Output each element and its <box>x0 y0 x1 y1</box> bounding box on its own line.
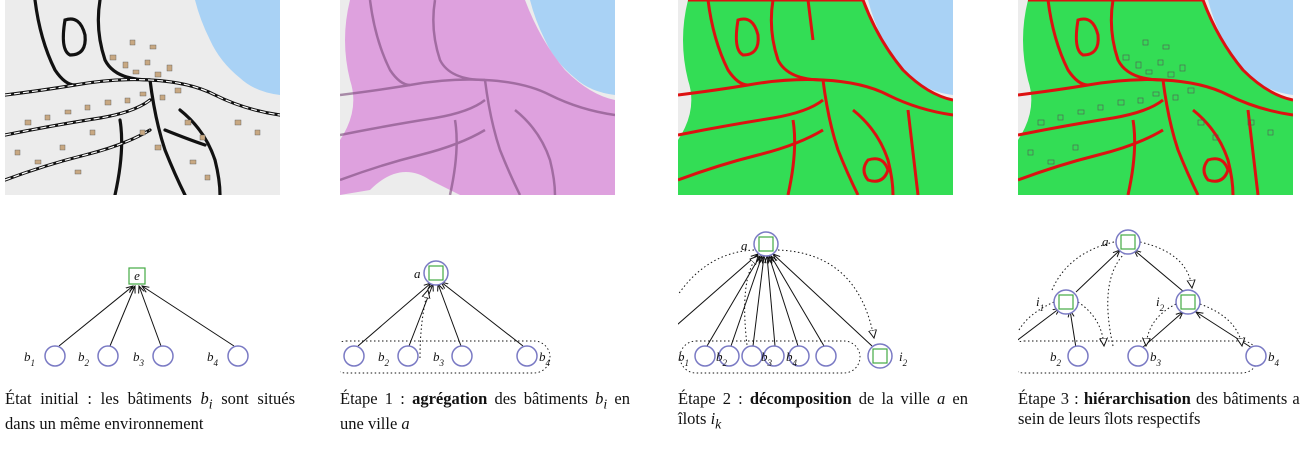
panel-decomposition: a i1 i2 b1 b2 b3 b4 Étape 2 : décomposit… <box>678 0 978 459</box>
caption-initial: État initial : les bâtiments bi sont sit… <box>5 389 295 434</box>
edge-b1-e <box>58 286 133 347</box>
caption-text: en îlots <box>678 389 968 428</box>
node-e-square <box>128 267 146 285</box>
caption-text: des bâtiments <box>487 389 596 408</box>
node-b2-label: b2 <box>378 349 390 368</box>
map-hierarchy <box>1018 0 1293 195</box>
caption-var: a <box>937 389 946 408</box>
diagram-decomposition: a i1 i2 b1 b2 b3 b4 <box>678 231 908 374</box>
caption-var: b <box>595 389 604 408</box>
panel-aggregation: a b1 b2 b3 b4 Étape 1 : agrégation des b… <box>340 0 640 459</box>
node-a-label: a <box>741 238 748 253</box>
map-islets <box>678 0 953 195</box>
node-b4-label: b4 <box>1268 349 1280 368</box>
caption-text: en une ville <box>340 389 630 434</box>
caption-var: i <box>710 409 716 428</box>
water-area <box>195 0 280 95</box>
node-a-label: a <box>1102 234 1109 249</box>
caption-keyword: agrégation <box>412 389 488 408</box>
node-b3-label: b3 <box>433 349 445 368</box>
panel-hierarchization: a i1 i2 b1 b2 b3 b4 Étape 3 : hiérarchis… <box>1018 0 1300 459</box>
node-i2-label: i2 <box>1156 294 1165 313</box>
caption-aggregation: Étape 1 : agrégation des bâtiments bi en… <box>340 389 630 434</box>
caption-text: État initial : les bâtiments <box>5 389 201 408</box>
caption-text: Étape 2 : <box>678 389 750 408</box>
caption-hierarchization: Étape 3 : hiérarchisation des bâtiments … <box>1018 389 1300 429</box>
group-outline <box>340 340 551 374</box>
diagram-hierarchization: a i1 i2 b1 b2 b3 b4 <box>1018 229 1280 374</box>
node-b1-label: b1 <box>24 349 35 368</box>
node-b4-label: b4 <box>539 349 551 368</box>
caption-text: de la ville <box>851 389 938 408</box>
caption-sub: i <box>603 396 608 412</box>
node-a-label: a <box>414 266 421 281</box>
edge-b4-e <box>142 286 235 347</box>
caption-keyword: décomposition <box>749 389 852 408</box>
node-b2-label: b2 <box>1050 349 1062 368</box>
node-b4-label: b4 <box>786 349 798 368</box>
edge-group-a <box>419 290 428 359</box>
edge-b1-a <box>357 283 431 347</box>
caption-text: des bâtiments au sein de leurs îlots res… <box>1018 389 1300 428</box>
edge-b2-e <box>109 286 135 347</box>
caption-text: sont situés dans un même environnement <box>5 389 295 434</box>
caption-var: a <box>401 414 410 434</box>
caption-text: Étape 3 : <box>1018 389 1084 408</box>
node-e-label: e <box>134 268 140 283</box>
node-i1-label: i1 <box>1036 294 1044 313</box>
diagram-initial: e b1 b2 b3 b4 <box>24 267 249 368</box>
node-b4-label: b4 <box>207 349 219 368</box>
panel-initial-state: e b1 b2 b3 b4 État initial : les bâtimen… <box>5 0 305 459</box>
caption-decomposition: Étape 2 : décomposition de la ville a en… <box>678 389 968 434</box>
map-city <box>340 0 615 195</box>
caption-var: b <box>200 389 209 408</box>
caption-sub: k <box>715 416 722 432</box>
node-b3-label: b3 <box>133 349 145 368</box>
islet-area <box>678 0 953 195</box>
node-b2-circle <box>97 345 119 367</box>
node-b3-circle <box>152 345 174 367</box>
node-b2-label: b2 <box>78 349 90 368</box>
edge-b3-e <box>139 286 162 347</box>
diagram-aggregation: a b1 b2 b3 b4 <box>340 260 551 374</box>
caption-text: Étape 1 : <box>340 389 413 408</box>
node-b1-circle <box>44 345 66 367</box>
map-initial <box>5 0 280 195</box>
node-i2-label: i2 <box>899 349 908 368</box>
node-b4-circle <box>227 345 249 367</box>
city-area <box>340 0 615 195</box>
caption-sub: i <box>208 396 213 412</box>
node-b2-label: b2 <box>716 349 728 368</box>
node-b1-label: b1 <box>678 349 689 368</box>
node-b3-label: b3 <box>1150 349 1162 368</box>
node-b3-label: b3 <box>761 349 773 368</box>
caption-keyword: hiérarchisation <box>1083 389 1191 408</box>
